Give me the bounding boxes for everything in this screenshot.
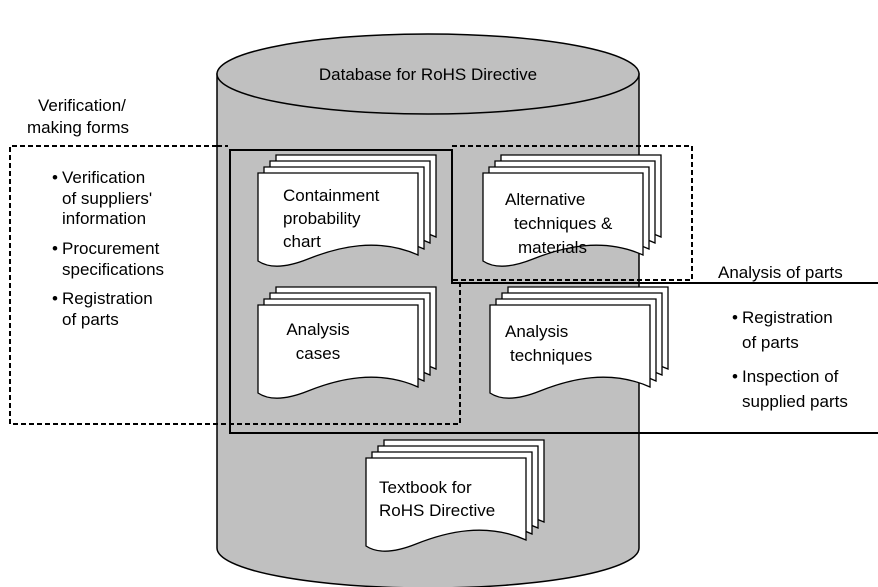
doc-text: cases <box>295 344 341 363</box>
bullet-text: specifications <box>62 259 165 279</box>
bullet-text: Procurement <box>62 239 160 258</box>
bullet-text: supplied parts <box>742 392 848 411</box>
bullet-text: Registration <box>742 308 833 327</box>
analysis-bullet-2: • Inspection of supplied parts <box>732 364 848 414</box>
bullet-text: Verification <box>62 168 146 187</box>
bullet-dot: • <box>52 168 58 187</box>
doc-text: techniques & <box>514 214 613 233</box>
verification-bullet-2: • Procurement specifications <box>52 239 165 280</box>
database-title: Database for RoHS Directive <box>318 65 538 84</box>
verification-title-line2: making forms <box>27 118 130 137</box>
doc-text: chart <box>283 232 321 251</box>
doc-text: probability <box>283 209 361 228</box>
doc-analysis-cases-label: Analysis cases <box>268 318 368 366</box>
bullet-text: of parts <box>742 333 799 352</box>
bullet-text: of suppliers' <box>62 188 153 208</box>
doc-containment-label: Containment probability chart <box>283 184 379 253</box>
doc-text: materials <box>518 238 587 257</box>
verification-title-line1: Verification/ <box>38 96 126 115</box>
doc-text: techniques <box>510 346 593 365</box>
analysis-region-border <box>229 149 878 434</box>
bullet-text: Inspection of <box>742 367 839 386</box>
analysis-of-parts-title: Analysis of parts <box>718 263 843 282</box>
doc-text: Alternative <box>505 190 586 209</box>
bullet-dot: • <box>52 239 58 258</box>
bullet-text: of parts <box>62 309 119 329</box>
bullet-dot: • <box>732 367 738 386</box>
doc-textbook-label: Textbook for RoHS Directive <box>379 476 495 522</box>
doc-text: Textbook for <box>379 478 472 497</box>
bullet-dot: • <box>732 308 738 327</box>
doc-text: Analysis <box>286 320 350 339</box>
verification-bullet-3: • Registration of parts <box>52 289 153 330</box>
doc-text: RoHS Directive <box>379 501 496 520</box>
doc-alternative-label: Alternative techniques & materials <box>505 188 612 260</box>
analysis-bullet-1: • Registration of parts <box>732 305 833 355</box>
bullet-dot: • <box>52 289 58 308</box>
doc-text: Containment <box>283 186 380 205</box>
doc-text: Analysis <box>505 322 569 341</box>
bullet-text: Registration <box>62 289 153 308</box>
doc-analysis-techniques-label: Analysis techniques <box>505 320 592 368</box>
verification-region-border <box>9 145 461 425</box>
verification-bullet-1: • Verification of suppliers' information <box>52 168 153 230</box>
bullet-text: information <box>62 209 147 228</box>
